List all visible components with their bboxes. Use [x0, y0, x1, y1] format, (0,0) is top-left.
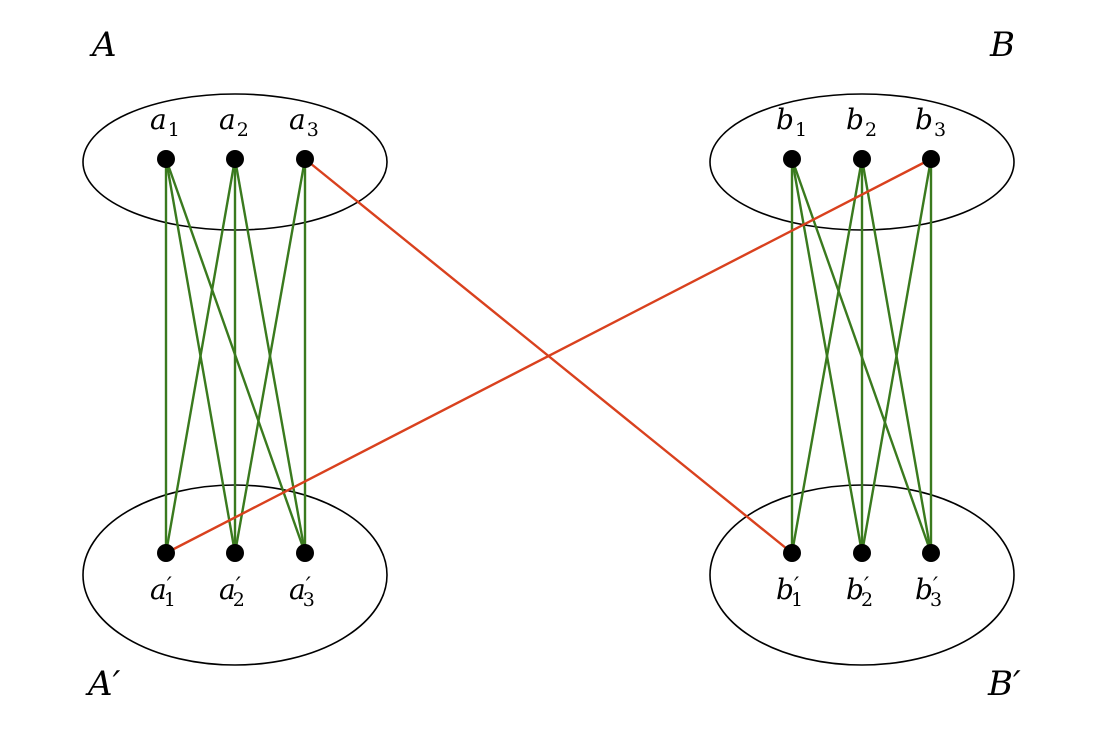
- node-b1p: [783, 544, 801, 562]
- node-label-subscript: 3: [303, 589, 315, 611]
- node-label-b3p: b′3: [915, 573, 942, 611]
- node-label-prime: ′: [236, 574, 241, 599]
- node-label-prime: ′: [864, 574, 869, 599]
- node-label-prime: ′: [167, 574, 172, 599]
- node-label-prime: ′: [933, 574, 938, 599]
- node-label-base: b: [776, 103, 794, 136]
- node-label-b2p: b′2: [846, 573, 873, 611]
- node-label-subscript: 2: [861, 589, 873, 611]
- node-label-base: b: [915, 103, 933, 136]
- edge-b3-b2p: [860, 158, 933, 554]
- node-label-a1: a1: [150, 103, 180, 141]
- node-label-b1: b1: [776, 103, 807, 141]
- node-label-b2: b2: [846, 103, 877, 141]
- node-b2p: [853, 544, 871, 562]
- node-label-base: b: [846, 103, 864, 136]
- node-label-a3p: a′3: [289, 573, 315, 611]
- node-b2: [853, 150, 871, 168]
- node-label-a1p: a′1: [150, 573, 176, 611]
- node-label-subscript: 1: [164, 589, 176, 611]
- node-label-base: b: [846, 573, 864, 606]
- node-b3p: [922, 544, 940, 562]
- node-a3p: [296, 544, 314, 562]
- node-label-subscript: 3: [307, 119, 319, 141]
- node-label-a2p: a′2: [219, 573, 245, 611]
- node-label-base: a: [150, 103, 167, 136]
- node-label-subscript: 2: [233, 589, 245, 611]
- edge-b2-b1p: [790, 158, 864, 554]
- node-label-b1p: b′1: [776, 573, 803, 611]
- node-label-base: b: [776, 573, 794, 606]
- node-label-subscript: 2: [865, 119, 877, 141]
- node-label-prime: ′: [794, 574, 799, 599]
- node-b3: [922, 150, 940, 168]
- set-label-B: B: [989, 25, 1015, 65]
- node-label-a2: a2: [219, 103, 249, 141]
- node-label-base: a: [289, 103, 306, 136]
- node-label-subscript: 1: [795, 119, 807, 141]
- node-label-subscript: 3: [930, 589, 942, 611]
- node-a3: [296, 150, 314, 168]
- node-label-base: a: [219, 573, 236, 606]
- node-a2: [226, 150, 244, 168]
- edge-a2-a1p: [164, 158, 237, 554]
- node-label-a3: a3: [289, 103, 319, 141]
- edge-b3-a1p: [165, 157, 932, 555]
- edges-group: [164, 157, 933, 555]
- nodes-group: [157, 150, 940, 562]
- node-label-base: a: [219, 103, 236, 136]
- set-label-B-prime: B′: [987, 664, 1021, 704]
- edge-a3-a2p: [233, 158, 307, 554]
- node-label-b3: b3: [915, 103, 946, 141]
- node-label-subscript: 3: [934, 119, 946, 141]
- node-label-base: a: [289, 573, 306, 606]
- node-a1p: [157, 544, 175, 562]
- node-label-base: a: [150, 573, 167, 606]
- node-label-subscript: 2: [237, 119, 249, 141]
- set-label-A-prime: A′: [85, 664, 121, 704]
- node-label-prime: ′: [306, 574, 311, 599]
- node-b1: [783, 150, 801, 168]
- node-label-subscript: 1: [168, 119, 180, 141]
- node-label-subscript: 1: [791, 589, 803, 611]
- node-a2p: [226, 544, 244, 562]
- set-label-A: A: [89, 25, 117, 65]
- node-label-base: b: [915, 573, 933, 606]
- node-a1: [157, 150, 175, 168]
